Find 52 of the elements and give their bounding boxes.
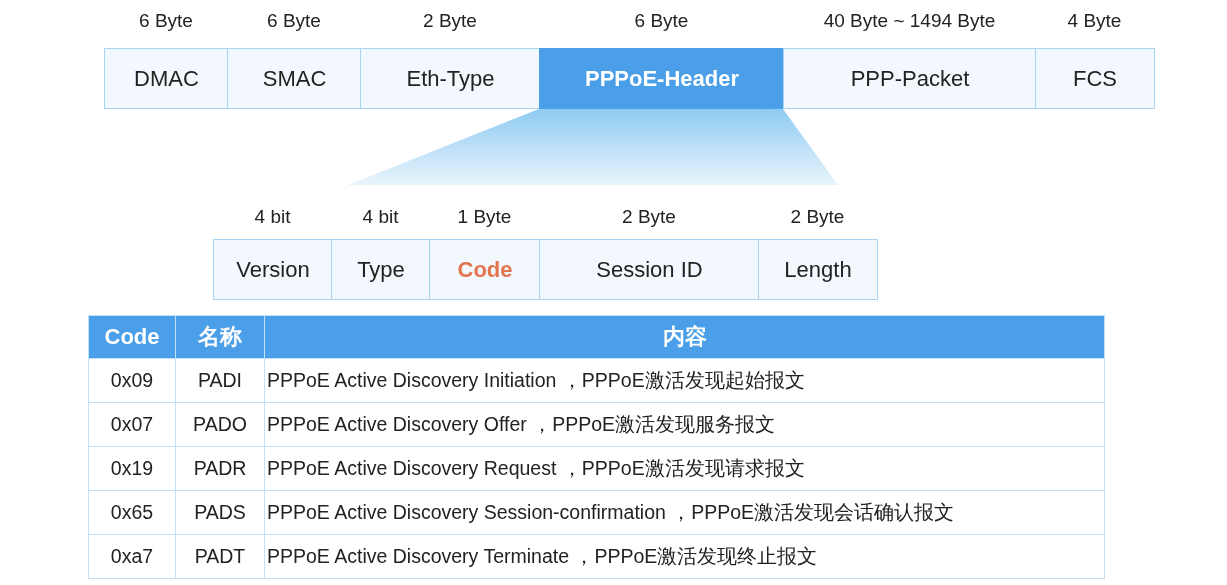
field-name: SMAC bbox=[262, 65, 327, 92]
field-box bbox=[213, 239, 333, 300]
table-cell: PADO bbox=[175, 402, 265, 447]
table-cell: PPPoE Active Discovery Session-confirmation ，PPPoE激活发现会话确认报文 bbox=[264, 490, 1105, 535]
table-cell: 0x09 bbox=[88, 358, 176, 403]
field-size-label: 4 bit bbox=[254, 206, 291, 228]
field-name: Session ID bbox=[596, 256, 703, 283]
expansion-wedge bbox=[348, 109, 838, 185]
table-cell: PPPoE Active Discovery Terminate ，PPPoE激活发现终止报文 bbox=[264, 534, 1105, 579]
table-cell: PADT bbox=[175, 534, 265, 579]
field-size-label: 1 Byte bbox=[457, 206, 512, 228]
table-cell: 0x65 bbox=[88, 490, 176, 535]
field-box bbox=[331, 239, 431, 300]
column-header: 名称 bbox=[175, 315, 265, 359]
field-size-label: 2 Byte bbox=[790, 206, 845, 228]
field-name: PPPoE-Header bbox=[584, 65, 740, 92]
field-size-label: 6 Byte bbox=[634, 10, 689, 32]
field-name: DMAC bbox=[134, 65, 199, 92]
field-name: Eth-Type bbox=[406, 65, 495, 92]
field-name: FCS bbox=[1073, 65, 1117, 92]
table-cell: PADR bbox=[175, 446, 265, 491]
table-cell: PADS bbox=[175, 490, 265, 535]
field-size-label: 6 Byte bbox=[139, 10, 193, 32]
field-name: Length bbox=[784, 256, 852, 283]
field-name: Version bbox=[236, 256, 310, 283]
field-name: Code bbox=[457, 256, 513, 283]
field-box bbox=[227, 48, 362, 109]
field-box bbox=[429, 239, 541, 300]
field-box bbox=[783, 48, 1037, 109]
table-cell: PADI bbox=[175, 358, 265, 403]
field-size-label: 2 Byte bbox=[622, 206, 676, 228]
table-cell: 0xa7 bbox=[88, 534, 176, 579]
field-size-label: 40 Byte ~ 1494 Byte bbox=[823, 10, 996, 32]
field-box bbox=[1035, 48, 1155, 109]
field-box bbox=[104, 48, 229, 109]
field-name: PPP-Packet bbox=[850, 65, 970, 92]
column-header: 内容 bbox=[264, 315, 1105, 359]
field-box bbox=[758, 239, 878, 300]
table-cell: 0x19 bbox=[88, 446, 176, 491]
field-size-label: 2 Byte bbox=[423, 10, 477, 32]
table-cell: PPPoE Active Discovery Offer ，PPPoE激活发现服务报文 bbox=[264, 402, 1105, 447]
table-cell: PPPoE Active Discovery Initiation ，PPPoE激活发现起始报文 bbox=[264, 358, 1105, 403]
table-cell: 0x07 bbox=[88, 402, 176, 447]
field-size-label: 6 Byte bbox=[267, 10, 321, 32]
table-cell: PPPoE Active Discovery Request ，PPPoE激活发现请求报文 bbox=[264, 446, 1105, 491]
field-size-label: 4 bit bbox=[362, 206, 399, 228]
column-header: Code bbox=[88, 315, 176, 359]
field-box bbox=[539, 239, 760, 300]
field-name: Type bbox=[357, 256, 405, 283]
field-size-label: 4 Byte bbox=[1067, 10, 1122, 32]
field-box bbox=[539, 48, 785, 109]
field-box bbox=[360, 48, 541, 109]
